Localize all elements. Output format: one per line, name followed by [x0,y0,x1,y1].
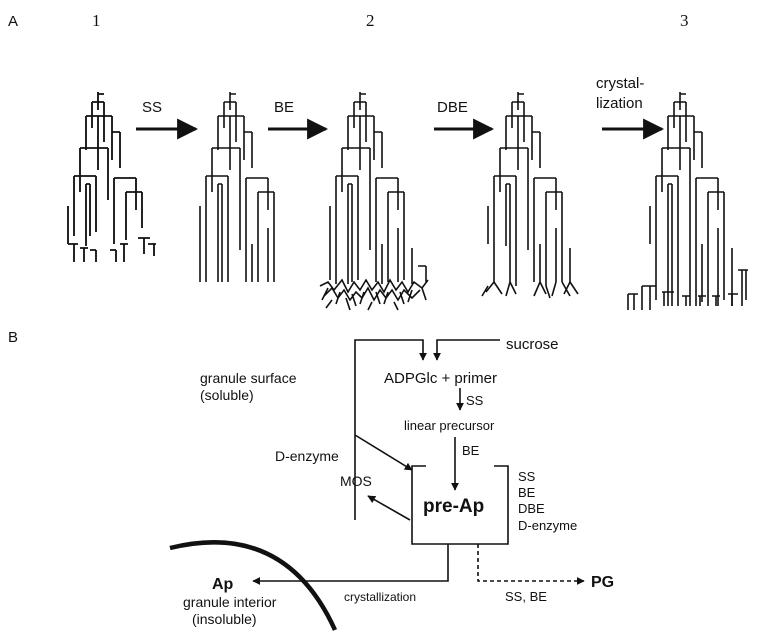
box-enzyme-ss: SS [518,469,536,484]
molecule-2 [319,91,429,311]
be-label-b: BE [462,443,480,458]
molecule-2b [481,91,579,299]
granule-surface-label-1: granule surface [200,370,297,386]
pg-label: PG [591,574,614,591]
line-loop-top [354,339,427,520]
arrow-to-pg [477,544,585,585]
arrow-denzyme [354,434,413,471]
pre-ap-box [411,465,509,545]
step-label-crystal: crystal- [596,75,644,92]
granule-boundary [169,540,338,631]
ap-label: Ap [212,576,234,593]
molecule-1b [199,91,275,282]
stage-number-2: 2 [366,11,375,30]
line-sucrose [433,339,500,361]
box-enzyme-dbe: DBE [518,501,545,516]
arrow-mos [367,495,411,521]
molecule-1 [67,91,157,263]
granule-interior-label-2: (insoluble) [192,611,257,627]
ss-label-b: SS [466,393,484,408]
pre-ap-label: pre-Ap [423,496,484,517]
arrow-to-ap [252,544,449,585]
box-enzyme-d-enzyme: D-enzyme [518,518,577,533]
d-enzyme-label: D-enzyme [275,448,339,464]
adpglc-primer-label: ADPGlc + primer [384,370,497,387]
mos-label: MOS [340,473,372,489]
molecule-3 [627,91,748,310]
linear-precursor-label: linear precursor [404,418,495,433]
sucrose-label: sucrose [506,336,559,353]
step-label-be: BE [274,99,294,116]
panel-a-label: A [8,13,18,30]
stage-number-3: 3 [680,11,689,30]
crystallization-label: crystallization [344,590,416,604]
granule-surface-label-2: (soluble) [200,387,254,403]
panel-b-label: B [8,329,18,346]
step-label-ss: SS [142,99,162,116]
granule-interior-label-1: granule interior [183,594,277,610]
box-enzyme-be: BE [518,485,536,500]
ss-be-label: SS, BE [505,589,547,604]
step-label-lization: lization [596,95,643,112]
stage-number-1: 1 [92,11,101,30]
step-label-dbe: DBE [437,99,468,116]
flow-lines [252,339,585,585]
